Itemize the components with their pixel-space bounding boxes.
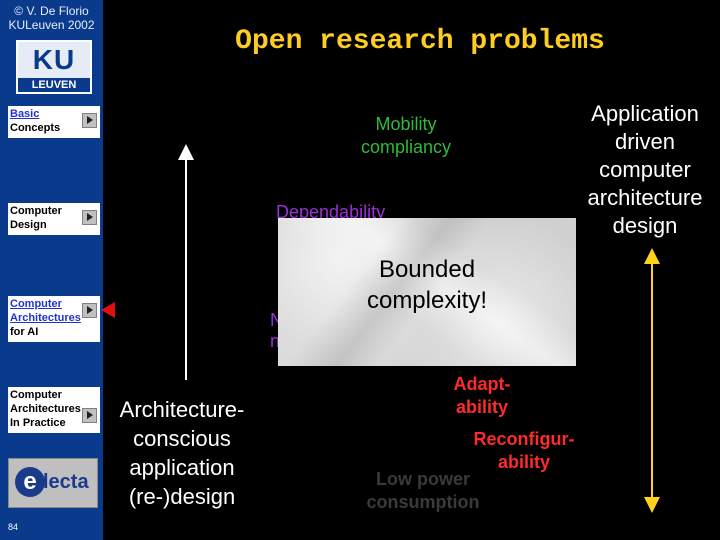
nav-label-line: Architectures [10,403,81,415]
application-driven-design-label: Application driven computer architecture… [570,100,720,240]
label-line: Adapt- [453,374,511,394]
nav-computer-design[interactable]: Computer Design [8,203,100,235]
electa-logo: e lecta [8,458,98,508]
label-line: driven [615,129,675,154]
label-line: Bounded [378,256,476,283]
label-line: computer [599,157,691,182]
copyright-line-2: KULeuven 2002 [8,18,95,32]
low-power-consumption-label: Low power consumption [350,468,496,514]
label-line: Mobility [375,114,437,134]
label-line: compliancy [360,137,452,157]
nav-computer-architectures-ai[interactable]: Computer Architectures for AI [8,296,100,342]
nav-label-line: Basic [10,108,40,120]
mobility-compliancy-label: Mobility compliancy [340,113,472,159]
architecture-conscious-redesign-label: Architecture- conscious application (re-… [104,395,260,511]
nav-label-line: for AI [10,326,39,338]
page-title: Open research problems [235,26,605,57]
label-line: Reconfigur- [473,429,575,449]
nav-label-line: Computer [10,298,62,310]
nav-label-line: Architectures [10,312,81,324]
label-line: design [612,213,678,238]
label-line: Application [591,101,699,126]
sidebar: © V. De Florio KULeuven 2002 KU LEUVEN B… [0,0,103,540]
label-line: consumption [366,492,480,512]
logo-band: LEUVEN [18,78,90,92]
label-line: conscious [133,426,231,451]
label-line: ability [497,452,550,472]
current-section-marker-icon [101,302,115,318]
play-icon[interactable] [82,210,97,225]
nav-label-line: Concepts [10,122,61,134]
nav-label-line: In Practice [10,417,66,429]
label-line: (re-)design [128,484,236,509]
label-line: ability [455,397,508,417]
label-line: n [270,331,281,351]
bounded-complexity-box: Bounded complexity! [278,218,576,366]
nav-label-line: Computer [10,389,62,401]
reconfigurability-label: Reconfigur- ability [456,428,592,474]
kuleuven-logo: KU LEUVEN [16,40,92,94]
label-line: complexity! [366,287,488,314]
copyright-line-1: © V. De Florio [14,4,89,18]
label-line: application [129,455,235,480]
label-line: Low power [376,469,470,489]
logo-text: KU [32,44,76,75]
play-icon[interactable] [82,408,97,423]
play-icon[interactable] [82,303,97,318]
dependability-label: Dependability [276,202,386,222]
nav-computer-architectures-practice[interactable]: Computer Architectures In Practice [8,387,100,433]
nav-label-line: Design [10,219,47,231]
nav-label-line: Computer [10,205,62,217]
electa-text: lecta [43,471,89,493]
label-line: Architecture- [119,397,245,422]
nav-basic-concepts[interactable]: Basic Concepts [8,106,100,138]
bounded-complexity-text: Bounded complexity! [278,254,576,316]
page-number: 84 [8,522,19,532]
label-line: architecture [587,185,703,210]
electa-letter: e [15,467,45,497]
adaptability-label: Adapt- ability [420,373,544,419]
play-icon[interactable] [82,113,97,128]
